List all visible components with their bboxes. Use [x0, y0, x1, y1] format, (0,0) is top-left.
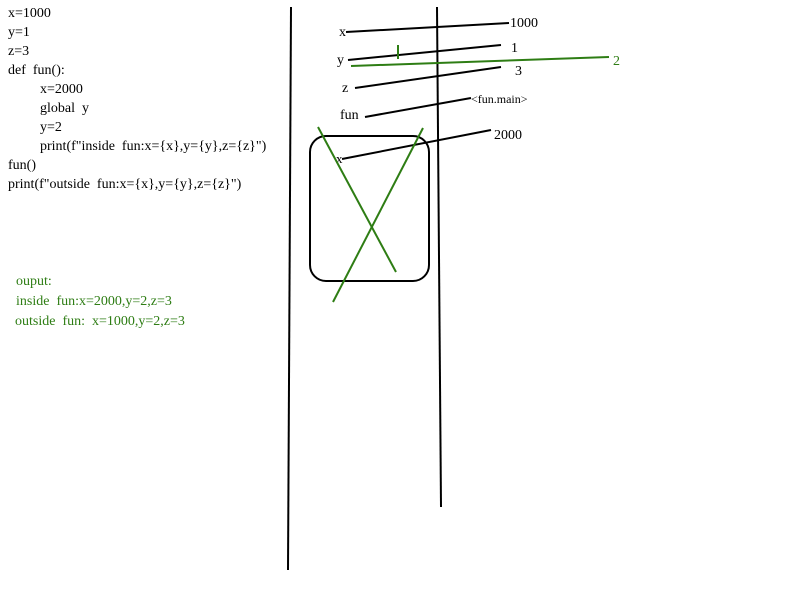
code-line-x-assign: x=1000	[8, 6, 51, 21]
ref-line-y-new	[350, 56, 610, 67]
value-1000: 1000	[510, 16, 538, 31]
ref-line-x	[345, 22, 510, 33]
output-line-outside: outside fun: x=1000,y=2,z=3	[15, 314, 185, 329]
code-line-global-y: global y	[40, 101, 89, 116]
output-line-inside: inside fun:x=2000,y=2,z=3	[16, 294, 172, 309]
code-line-local-x: x=2000	[40, 82, 83, 97]
global-name-y: y	[337, 53, 344, 68]
ref-line-z	[354, 66, 502, 89]
code-line-y-reassign: y=2	[40, 120, 62, 135]
code-line-print-outside: print(f"outside fun:x={x},y={y},z={z}")	[8, 177, 242, 192]
value-3: 3	[515, 64, 522, 79]
divider-left	[287, 6, 292, 571]
cross-out-line-1	[317, 126, 397, 273]
code-line-z-assign: z=3	[8, 44, 30, 59]
code-line-def-fun: def fun():	[8, 63, 65, 78]
output-panel: ouput: inside fun:x=2000,y=2,z=3 outside…	[15, 272, 256, 332]
value-2: 2	[613, 54, 620, 69]
code-panel: x=1000 y=1 z=3 def fun(): x=2000 global …	[8, 4, 278, 194]
ref-line-y-old	[347, 44, 502, 61]
code-line-call-fun: fun()	[8, 158, 36, 173]
code-line-print-inside: print(f"inside fun:x={x},y={y},z={z}")	[40, 139, 267, 154]
ref-line-fun	[364, 97, 472, 118]
global-name-x: x	[339, 25, 346, 40]
output-title: ouput:	[16, 274, 52, 289]
value-fun-main: <fun.main>	[471, 92, 528, 106]
global-name-z: z	[342, 81, 348, 96]
value-2000: 2000	[494, 128, 522, 143]
cross-out-line-2	[332, 127, 424, 303]
code-line-y-assign: y=1	[8, 25, 30, 40]
local-frame-box	[309, 135, 430, 282]
value-1: 1	[511, 41, 518, 56]
local-name-x: x	[336, 151, 343, 166]
ref-line-local-x	[341, 129, 492, 160]
divider-right	[436, 6, 442, 508]
global-name-fun: fun	[340, 108, 359, 123]
